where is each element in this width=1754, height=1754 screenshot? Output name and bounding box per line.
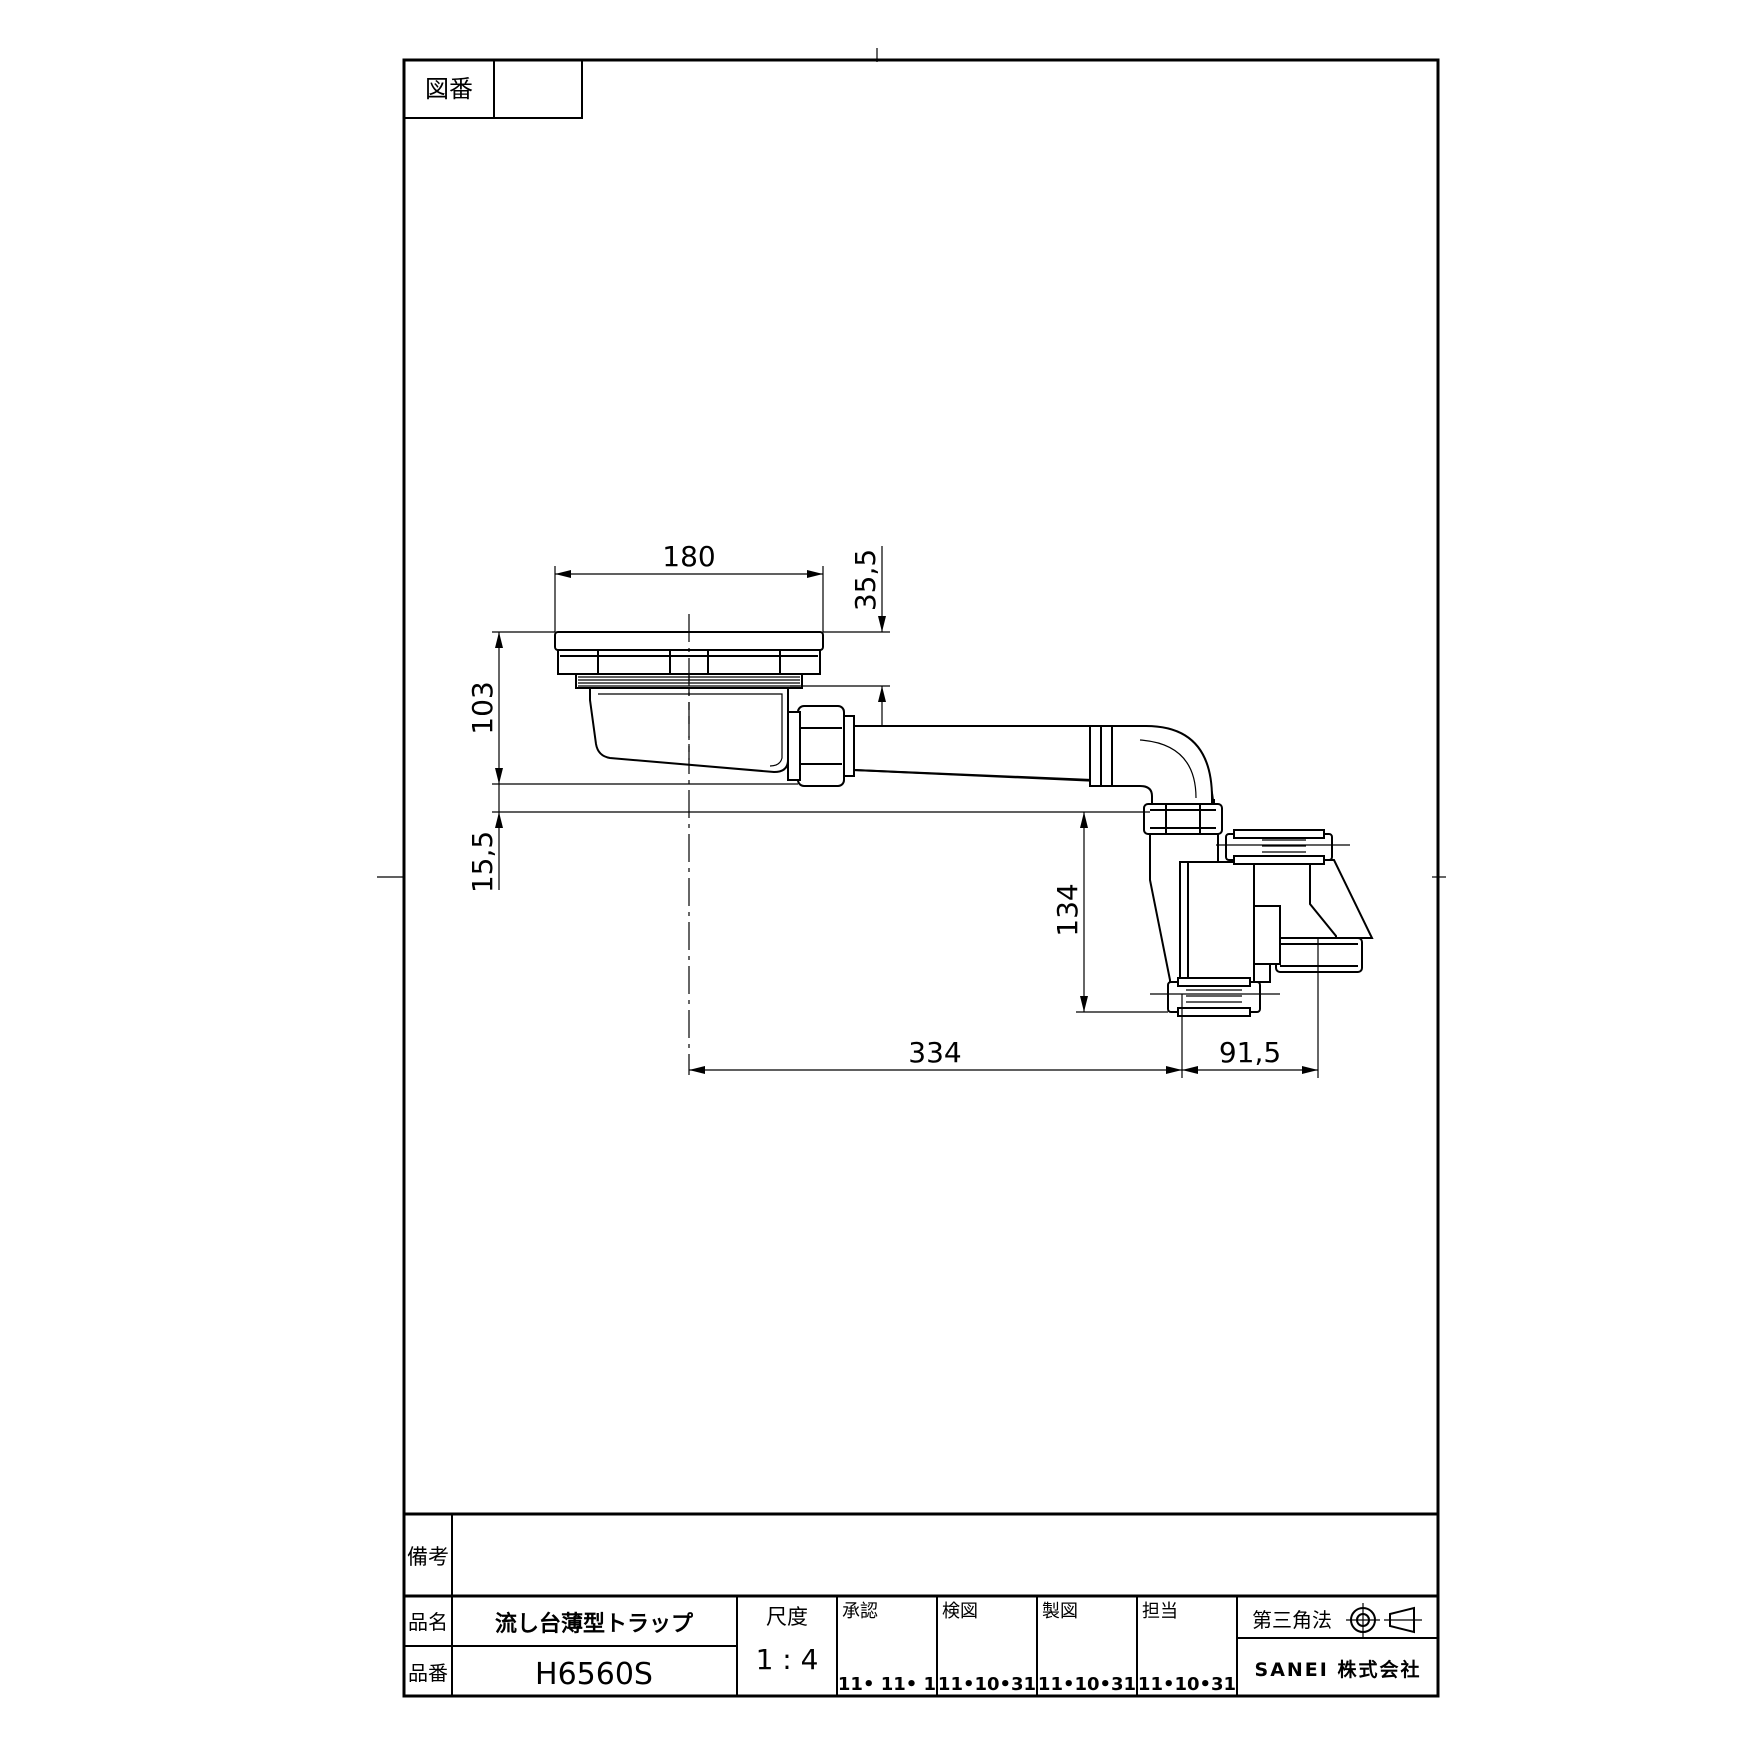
scale-label: 尺度: [766, 1605, 808, 1629]
drawing-number-box: 図番: [403, 59, 583, 119]
dim-134: 134: [1051, 883, 1084, 936]
product-name-label: 品名: [408, 1610, 448, 1634]
remarks-label: 備考: [407, 1545, 449, 1569]
product-name: 流し台薄型トラップ: [495, 1611, 694, 1637]
company-name: SANEI 株式会社: [1255, 1658, 1422, 1681]
drawn-date: 11•10•31: [1038, 1674, 1136, 1695]
dim-180: 180: [662, 540, 715, 573]
lower-nut: [1143, 803, 1223, 835]
third-angle-projection-icon: [1346, 1603, 1422, 1637]
outlet-nut: [797, 705, 845, 787]
product-number-label: 品番: [408, 1661, 448, 1685]
dim-15-5: 15,5: [466, 831, 499, 893]
scale-value: 1 : 4: [756, 1643, 819, 1676]
dim-35-5: 35,5: [849, 549, 882, 611]
charge-date: 11•10•31: [1138, 1674, 1236, 1695]
approved-label: 承認: [842, 1601, 878, 1622]
drawing-frame: [402, 58, 1440, 1698]
checked-date: 11•10•31: [938, 1674, 1036, 1695]
dimension-labels: 180 35,5 103 15,5 134 334 91,5: [466, 540, 1281, 1069]
dim-91-5: 91,5: [1219, 1036, 1281, 1069]
checked-label: 検図: [942, 1601, 978, 1622]
product-number: H6560S: [535, 1657, 653, 1692]
dim-103: 103: [466, 681, 499, 734]
trap-drawing: [554, 614, 1374, 1075]
dimension-lines: [492, 546, 1319, 1078]
charge-label: 担当: [1142, 1601, 1178, 1622]
approved-date: 11• 11• 1: [838, 1674, 936, 1695]
drawn-label: 製図: [1042, 1601, 1078, 1622]
pipe-elbow: [1111, 725, 1213, 805]
title-block: 備考 品名 流し台薄型トラップ 品番 H6560S 尺度 1 : 4 承認 11…: [404, 1512, 1438, 1696]
dim-334: 334: [908, 1036, 961, 1069]
projection-label: 第三角法: [1252, 1608, 1332, 1632]
drawing-number-label: 図番: [425, 75, 473, 103]
